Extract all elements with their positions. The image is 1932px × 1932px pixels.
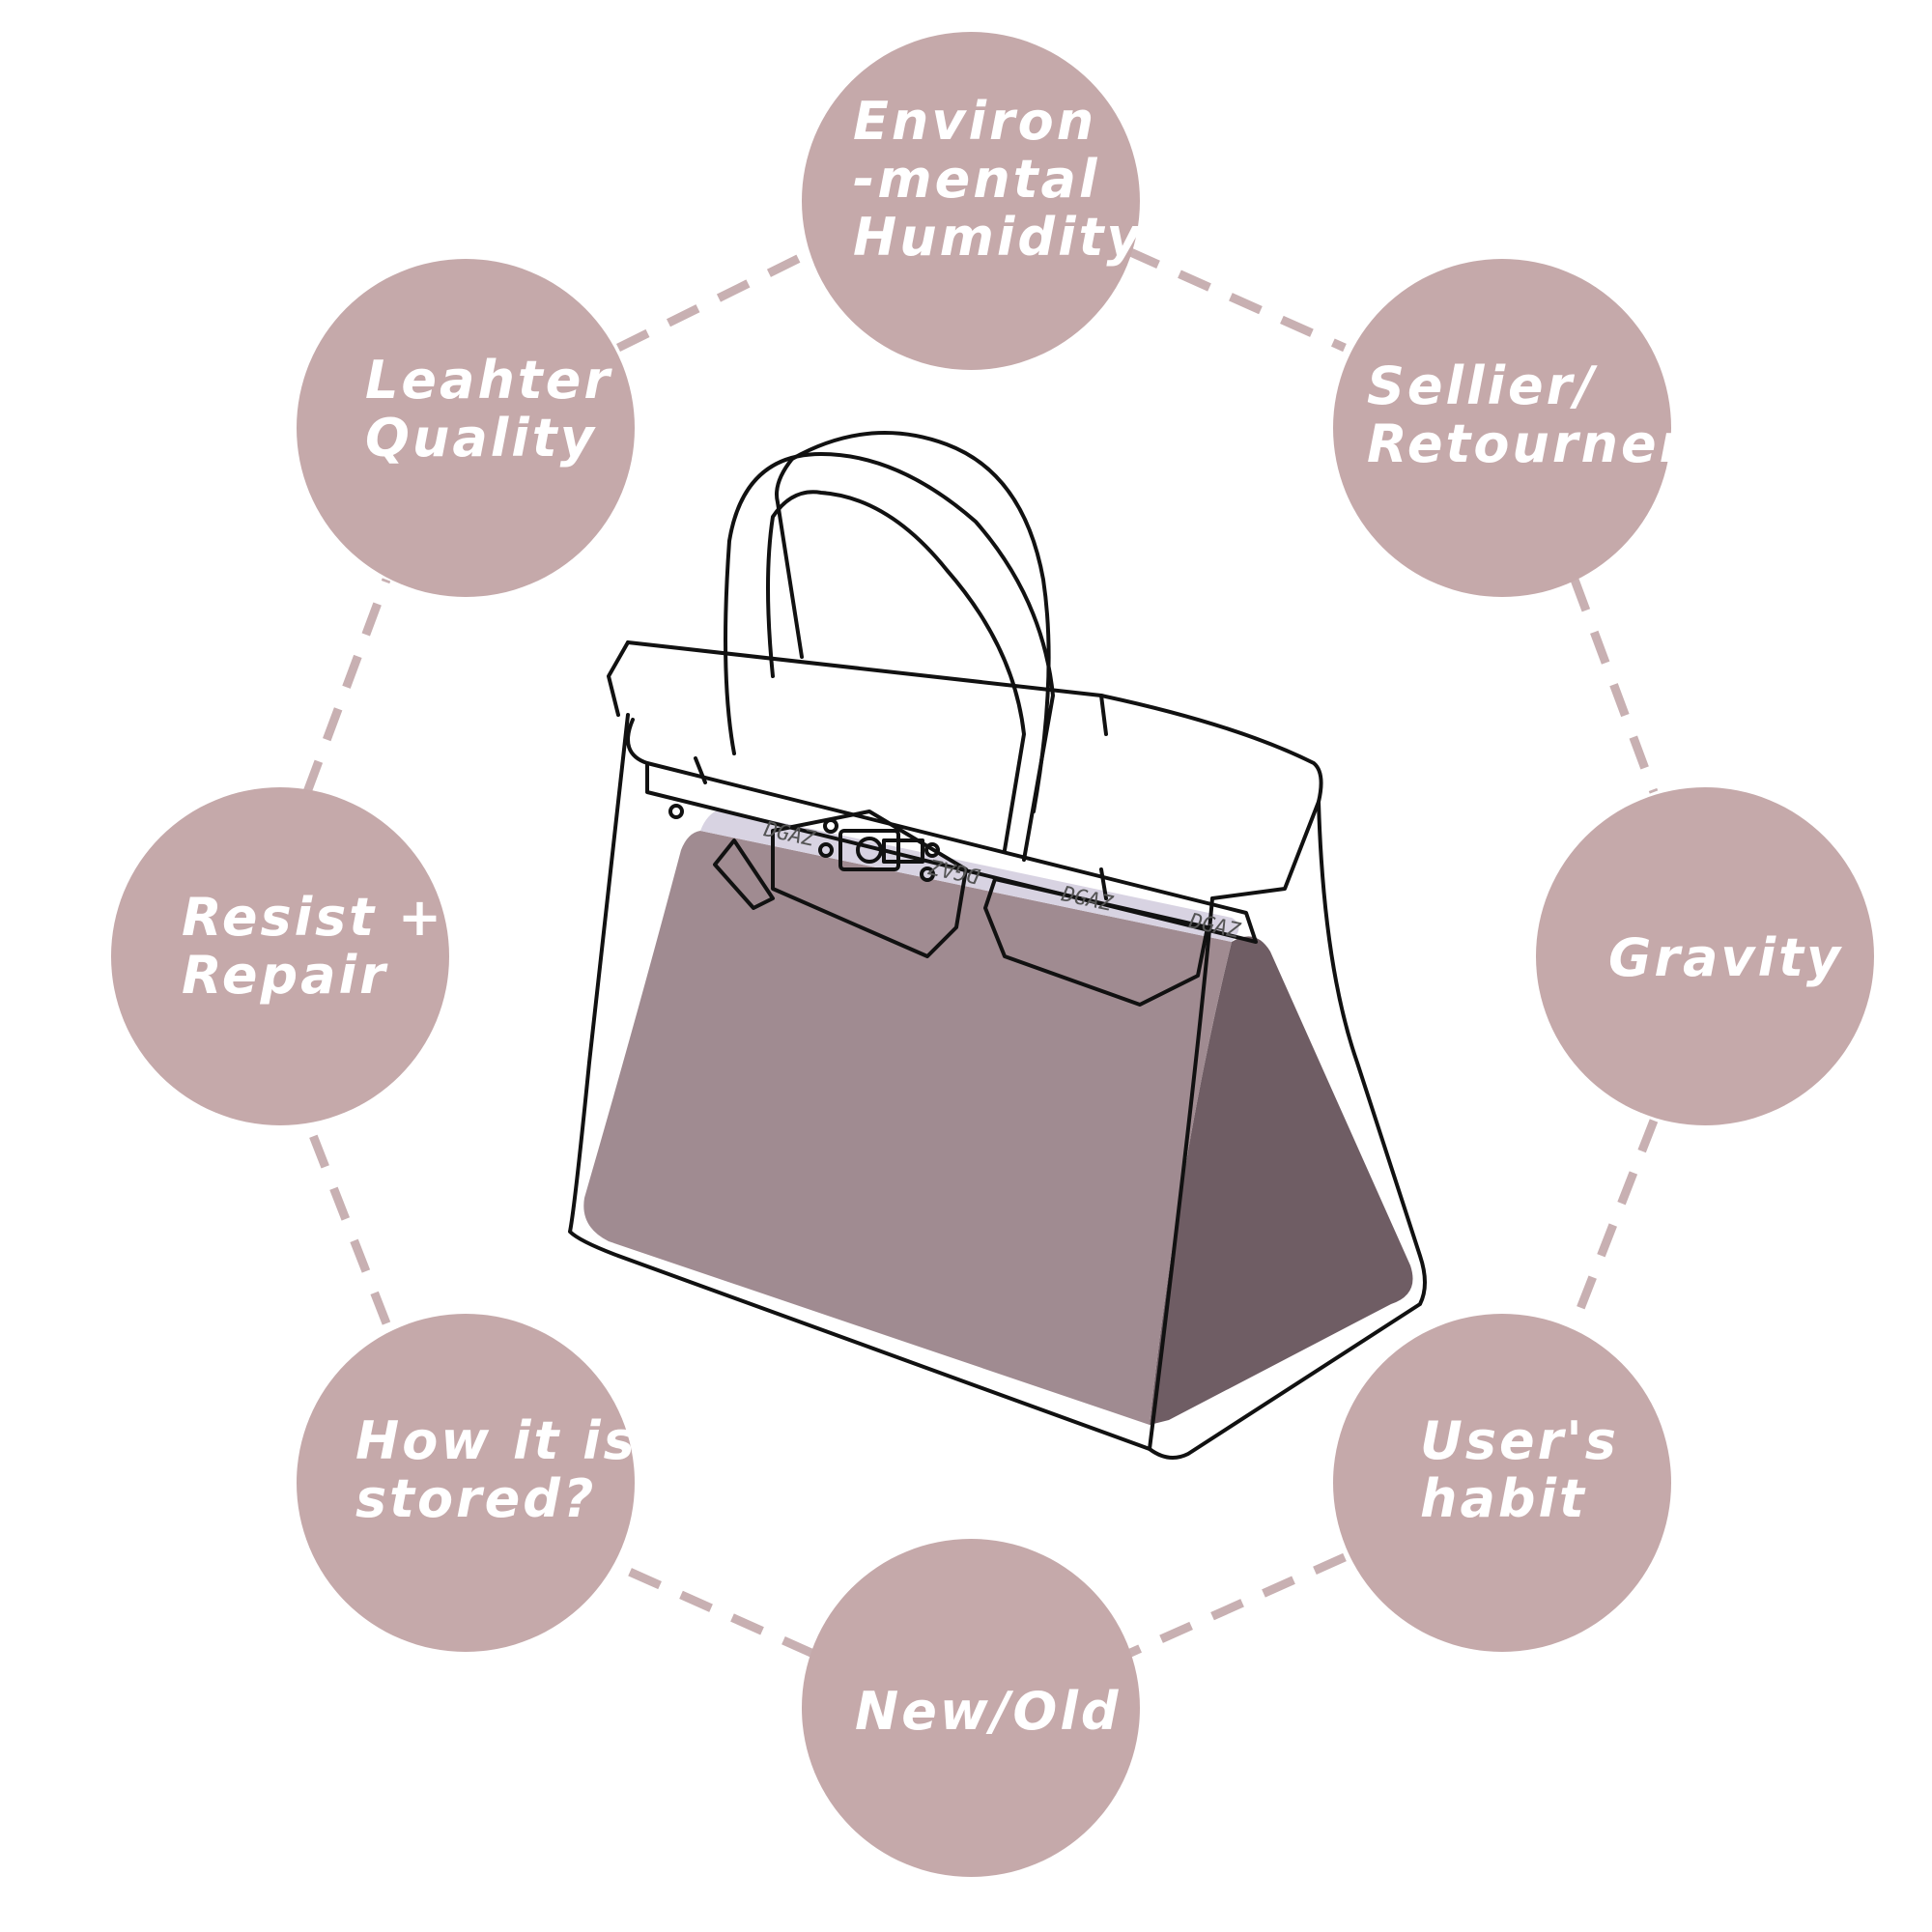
bag-outline-icon xyxy=(568,431,1427,1460)
connector-sellier-gravity xyxy=(1570,578,1659,794)
connector-newold-stored xyxy=(595,1552,815,1659)
factor-node-label: Quality xyxy=(365,408,597,469)
factor-node-circle xyxy=(297,1314,635,1652)
factor-node-circle xyxy=(1333,259,1671,597)
connector-gravity-habit xyxy=(1570,1119,1659,1325)
factor-node-new-old: New/Old xyxy=(802,1539,1140,1877)
factor-node-label: Repair xyxy=(182,945,388,1006)
factor-node-label: Humidity xyxy=(853,207,1144,268)
factor-node-circle xyxy=(1536,787,1874,1125)
factor-node-gravity: Gravity xyxy=(1536,787,1874,1125)
factor-node-circle xyxy=(802,32,1140,370)
factor-node-label: Gravity xyxy=(1608,927,1843,988)
factor-nodes: Environ-mentalHumiditySellier/RetournerG… xyxy=(111,32,1874,1877)
factor-node-sellier-retourner: Sellier/Retourner xyxy=(1333,259,1689,597)
connector-humidity-sellier xyxy=(1126,246,1347,353)
factor-node-circle xyxy=(111,787,449,1125)
insert-pillow-icon xyxy=(583,810,1413,1425)
factor-node-circle xyxy=(297,259,635,597)
factor-node-label: Retourner xyxy=(1367,413,1689,474)
factor-node-label: habit xyxy=(1420,1468,1587,1529)
factor-node-circle xyxy=(1333,1314,1671,1652)
factor-node-label: New/Old xyxy=(855,1681,1122,1742)
factor-node-circle xyxy=(802,1539,1140,1877)
connector-stored-resist xyxy=(302,1119,391,1325)
factor-node-label: stored? xyxy=(355,1468,596,1529)
connector-resist-leather xyxy=(302,578,391,794)
handbag-with-insert-icon: DGAZ DGAZ DGAZ DGAZ xyxy=(568,431,1427,1460)
factor-node-label: User's xyxy=(1420,1410,1619,1471)
factor-node-label: How it is xyxy=(355,1410,638,1471)
factor-node-label: Leahter xyxy=(365,350,612,411)
connector-ring xyxy=(302,246,1659,1659)
factor-node-label: Resist + xyxy=(182,887,444,948)
connector-habit-newold xyxy=(1126,1552,1347,1659)
factor-node-label: -mental xyxy=(853,149,1100,210)
factor-node-resist-repair: Resist +Repair xyxy=(111,787,449,1125)
factor-node-label: Sellier/ xyxy=(1367,355,1598,416)
factor-node-label: Environ xyxy=(853,91,1096,152)
connector-leather-humidity xyxy=(616,246,815,353)
